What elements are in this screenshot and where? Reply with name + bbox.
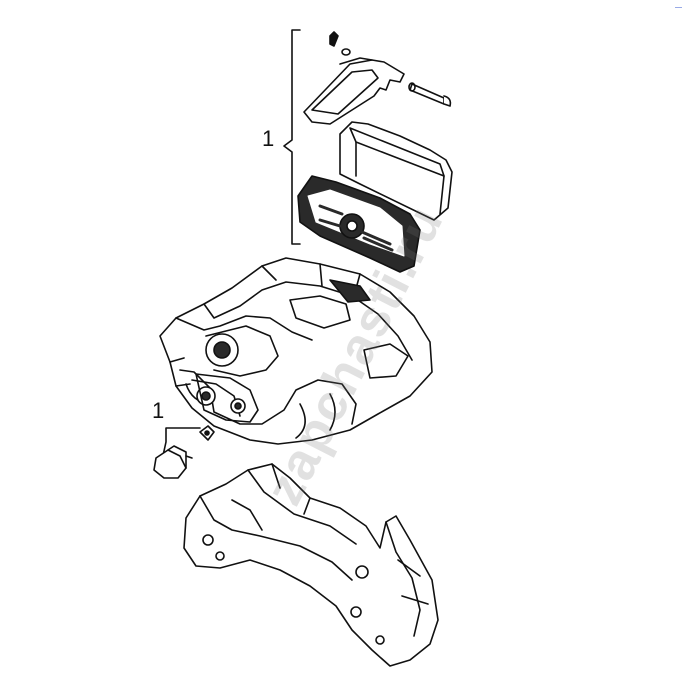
bleeder-bolt-kit [153,425,215,479]
brake-pad-inner [297,175,421,273]
guide-pin [408,82,452,107]
brake-pad-outer [339,121,453,221]
anti-rattle-spring [303,57,405,125]
callout-pad-kit: 1 [262,126,275,151]
retaining-screw [329,31,351,56]
corner-mark: — [675,4,682,11]
caliper-body [159,257,433,445]
caliper-carrier [183,463,439,667]
bracket-pad-kit [283,29,301,245]
callout-bolt-kit: 1 [152,398,165,423]
